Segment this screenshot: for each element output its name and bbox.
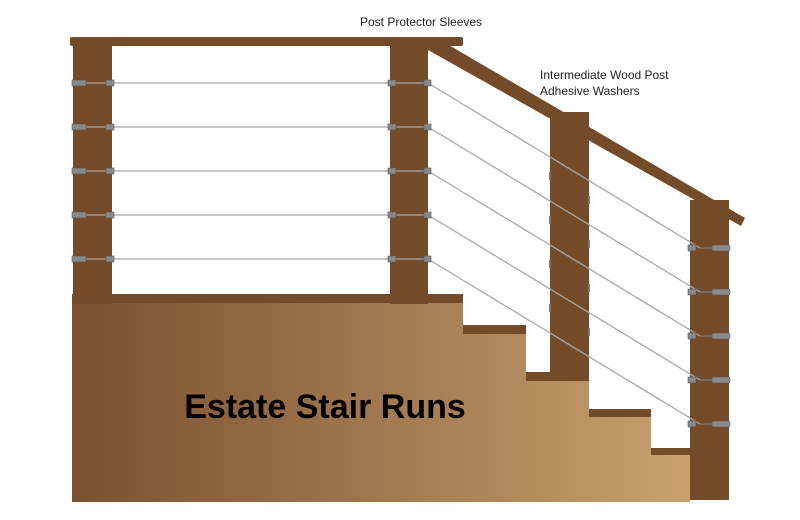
protector-sleeve [387, 79, 397, 87]
cables [71, 79, 731, 428]
protector-sleeve [687, 244, 697, 252]
cable-sloped [427, 82, 701, 249]
tensioner-fitting [711, 420, 731, 428]
stair-tread [651, 448, 690, 455]
adhesive-washer [588, 284, 590, 292]
cable-sloped [427, 258, 701, 425]
protector-sleeve [423, 211, 432, 219]
protector-sleeve [687, 376, 697, 384]
protector-sleeve [423, 123, 432, 131]
protector-sleeve [687, 332, 697, 340]
cable-sloped [427, 126, 701, 293]
adhesive-washer [549, 260, 551, 268]
adhesive-washer [588, 196, 590, 204]
protector-sleeve [423, 79, 432, 87]
adhesive-washer [549, 304, 551, 312]
tensioner-fitting [71, 255, 87, 263]
protector-sleeve [687, 288, 697, 296]
cable-sloped [427, 170, 701, 337]
cable-sloped [427, 214, 701, 381]
protector-sleeve [387, 123, 397, 131]
post-protector-label: Post Protector Sleeves [360, 15, 483, 29]
adhesive-washer [588, 240, 590, 248]
protector-sleeve [105, 123, 115, 131]
tensioner-fitting [71, 167, 87, 175]
protector-sleeve [105, 167, 115, 175]
protector-sleeve [105, 211, 115, 219]
protector-sleeve [387, 211, 397, 219]
stair-tread [589, 409, 651, 417]
protector-sleeve [423, 167, 432, 175]
adhesive-washer [588, 328, 590, 336]
intermediate-post-label: Intermediate Wood Post [540, 68, 669, 82]
tensioner-fitting [71, 79, 87, 87]
intermediate-post [550, 112, 589, 380]
stair-tread [72, 294, 463, 303]
sloped-rail [428, 44, 745, 226]
tensioner-fitting [711, 244, 731, 252]
tensioner-fitting [711, 288, 731, 296]
stair-tread [463, 325, 526, 334]
protector-sleeve [687, 420, 697, 428]
corner-post [390, 44, 428, 304]
protector-sleeve [387, 255, 397, 263]
stair-body [72, 295, 690, 502]
diagram-title: Estate Stair Runs [184, 388, 466, 426]
protector-sleeve [387, 167, 397, 175]
adhesive-washers-label: Adhesive Washers [540, 84, 640, 98]
top-rail [70, 37, 463, 46]
adhesive-washer [549, 172, 551, 180]
protector-sleeve [105, 255, 115, 263]
tensioner-fitting [711, 332, 731, 340]
tensioner-fitting [71, 211, 87, 219]
protector-sleeve [423, 255, 432, 263]
protector-sleeve [105, 79, 115, 87]
adhesive-washer [549, 216, 551, 224]
tensioner-fitting [711, 376, 731, 384]
tensioner-fitting [71, 123, 87, 131]
